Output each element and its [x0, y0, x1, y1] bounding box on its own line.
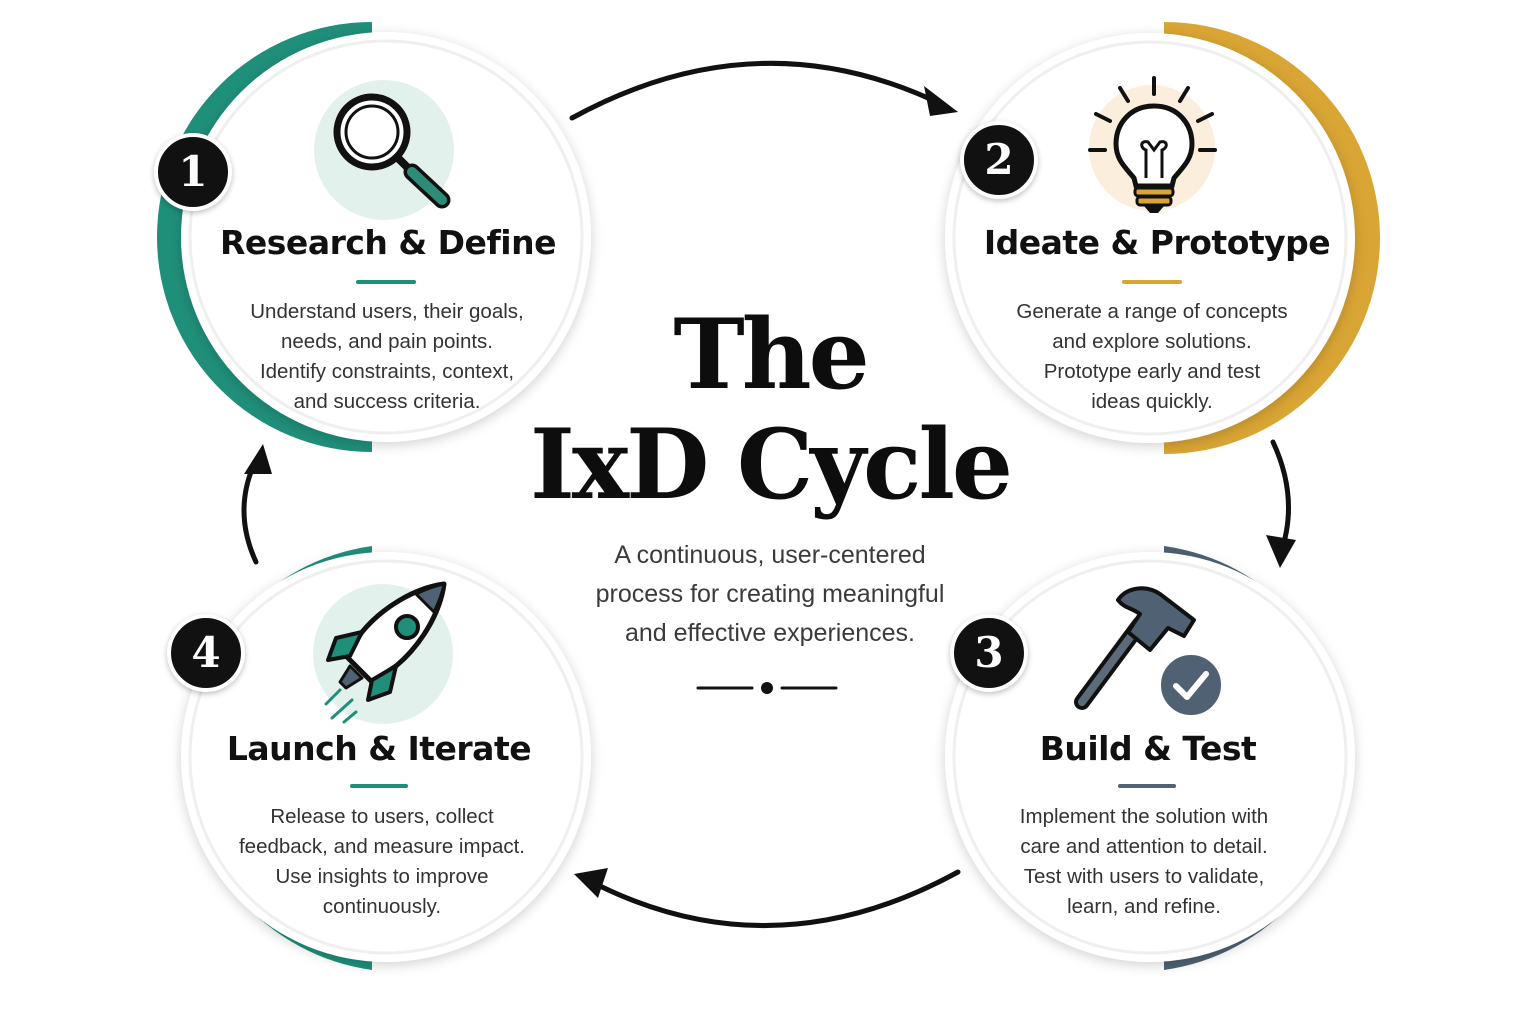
- description-line: and explore solutions.: [1052, 330, 1252, 353]
- arrowhead-2-to-3: [1266, 535, 1296, 568]
- step-2-description: Generate a range of concepts and explore…: [982, 297, 1322, 417]
- step-2-number-badge: 2: [960, 121, 1038, 199]
- arrowhead-4-to-1: [244, 444, 272, 474]
- step-4-description: Release to users, collect feedback, and …: [212, 802, 552, 922]
- description-line: care and attention to detail.: [1020, 835, 1268, 858]
- rocket-icon: [313, 581, 453, 724]
- description-line: Use insights to improve: [275, 865, 489, 888]
- diagram-subtitle: A continuous, user-centered process for …: [560, 536, 980, 653]
- step-2-circle: [945, 22, 1380, 454]
- description-line: ideas quickly.: [1091, 390, 1213, 413]
- diagram-title: The IxD Cycle: [520, 300, 1020, 520]
- subtitle-line: A continuous, user-centered: [614, 541, 926, 569]
- arrow-1-to-2: [569, 60, 948, 121]
- center-divider: [696, 682, 838, 694]
- step-3-title: Build & Test: [1039, 729, 1257, 768]
- step-4-number-badge: 4: [167, 614, 245, 692]
- subtitle-line: and effective experiences.: [624, 619, 915, 647]
- step-1-description: Understand users, their goals, needs, an…: [217, 297, 557, 417]
- description-line: Test with users to validate,: [1023, 865, 1265, 888]
- step-4-title: Launch & Iterate: [226, 729, 532, 768]
- subtitle-line: process for creating meaningful: [595, 580, 945, 608]
- diagram-title-line-1: The: [673, 298, 869, 411]
- hammer-check-icon: [1074, 586, 1225, 719]
- step-1-title: Research & Define: [220, 223, 557, 262]
- description-line: continuously.: [322, 895, 442, 918]
- arrow-4-to-1: [241, 457, 259, 565]
- description-line: and success criteria.: [293, 390, 481, 413]
- arrow-3-to-4: [585, 869, 961, 929]
- description-line: feedback, and measure impact.: [238, 835, 526, 858]
- description-line: Understand users, their goals,: [250, 300, 524, 323]
- step-1-number-badge: 1: [154, 133, 232, 211]
- step-3-number-badge: 3: [950, 614, 1028, 692]
- description-line: Implement the solution with: [1019, 805, 1269, 828]
- description-line: Prototype early and test: [1043, 360, 1261, 383]
- step-3-description: Implement the solution with care and att…: [974, 802, 1314, 922]
- description-line: learn, and refine.: [1067, 895, 1221, 918]
- arrowhead-3-to-4: [574, 868, 608, 898]
- magnifying-glass-icon: [314, 80, 454, 220]
- description-line: Generate a range of concepts: [1016, 300, 1288, 323]
- arrowhead-1-to-2: [924, 86, 958, 116]
- description-line: Identify constraints, context,: [259, 360, 515, 383]
- step-2-title: Ideate & Prototype: [983, 223, 1331, 262]
- description-line: Release to users, collect: [270, 805, 494, 828]
- diagram-title-line-2: IxD Cycle: [530, 408, 1013, 521]
- lightbulb-icon: [1088, 76, 1217, 213]
- description-line: needs, and pain points.: [281, 330, 493, 353]
- step-3-circle: [945, 546, 1355, 970]
